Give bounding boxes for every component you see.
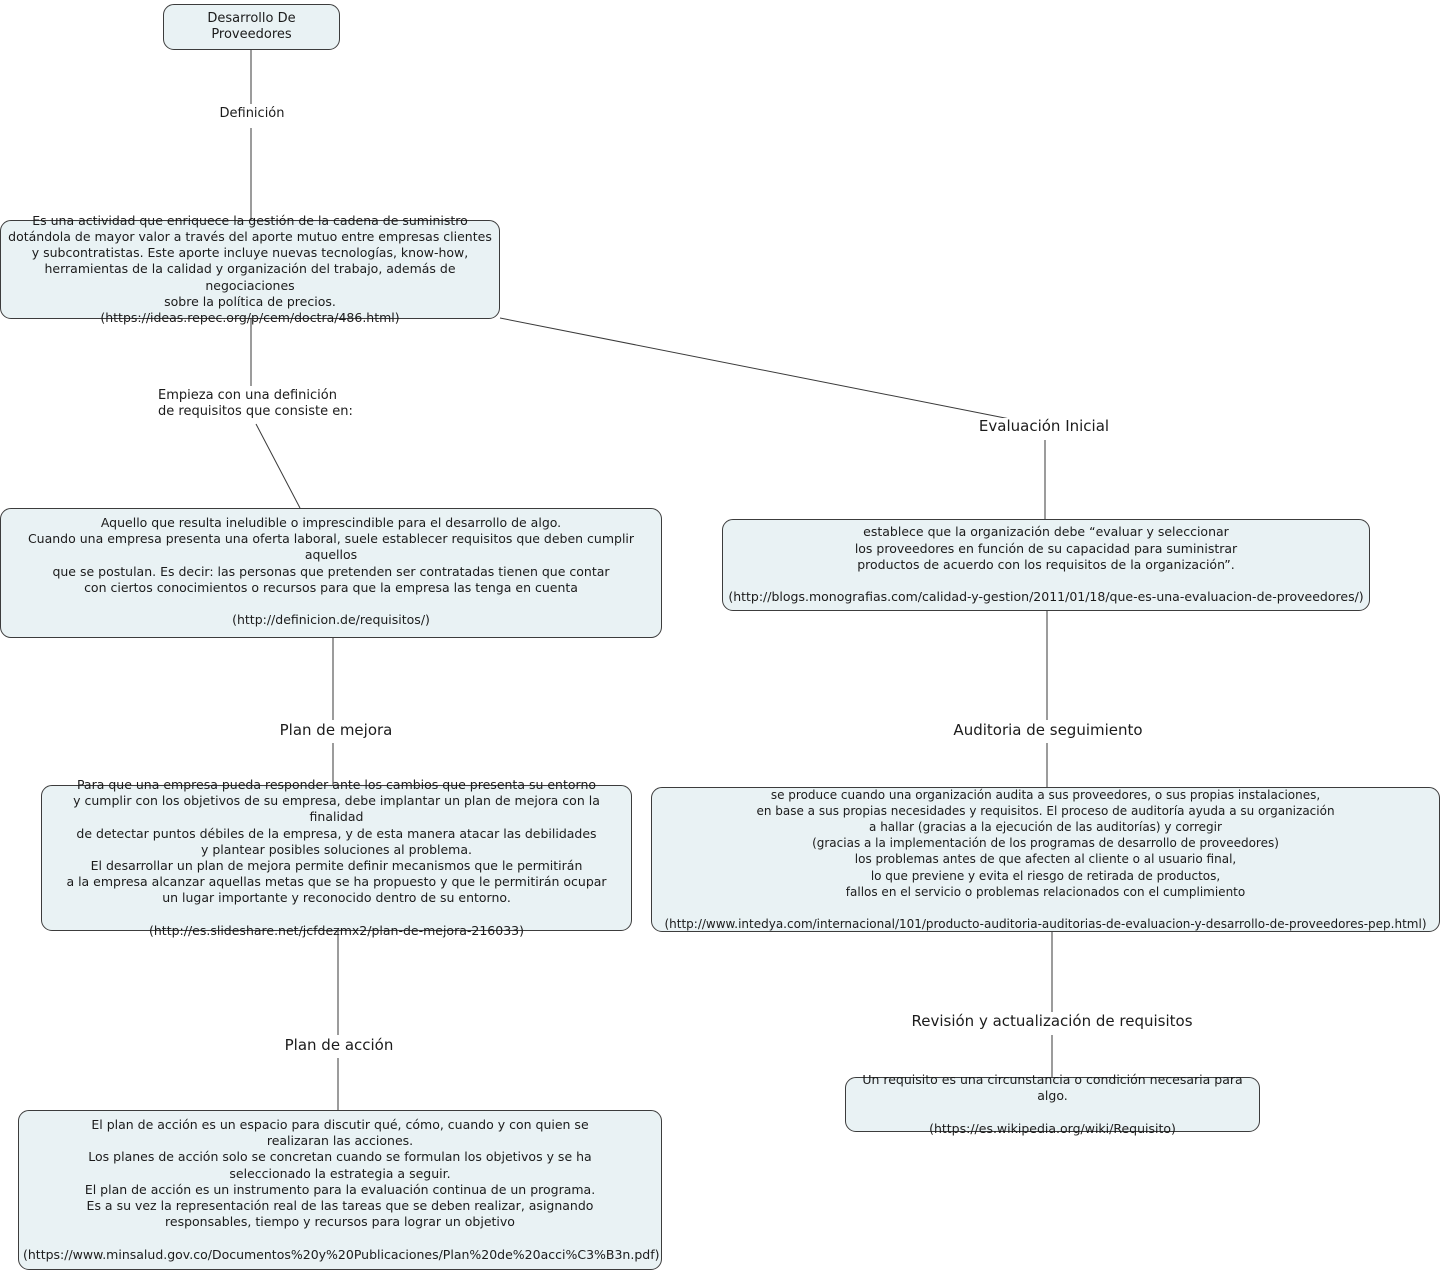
concept-node-text: se produce cuando una organización audit… xyxy=(664,787,1427,932)
concept-node-text: Un requisito es una circunstancia o cond… xyxy=(862,1072,1243,1136)
concept-node-requisitos-text[interactable]: Aquello que resulta ineludible o impresc… xyxy=(0,508,662,638)
concept-node-title: Desarrollo De Proveedores xyxy=(207,10,296,42)
linking-phrase-plan-de-mejora[interactable]: Plan de mejora xyxy=(276,722,396,739)
connector-empieza-requisitosbox xyxy=(255,423,301,509)
linking-phrase-empieza-con-definicion[interactable]: Empieza con una definición de requisitos… xyxy=(155,388,356,420)
concept-node-text: Aquello que resulta ineludible o impresc… xyxy=(27,515,635,628)
concept-node-desarrollo-de-proveedores[interactable]: Desarrollo De Proveedores xyxy=(163,4,340,50)
concept-node-definicion-text[interactable]: Es una actividad que enriquece la gestió… xyxy=(0,213,500,325)
concept-node-text: Para que una empresa pueda responder ant… xyxy=(66,776,607,938)
connector-definitionbox-evalinicial xyxy=(499,317,1011,420)
linking-phrase-evaluacion-inicial[interactable]: Evaluación Inicial xyxy=(975,418,1113,435)
concept-node-text: El plan de acción es un espacio para dis… xyxy=(23,1117,660,1262)
linking-phrase-revision-actualizacion-requisitos[interactable]: Revisión y actualización de requisitos xyxy=(908,1013,1196,1030)
linking-phrase-definicion[interactable]: Definición xyxy=(216,106,288,122)
concept-node-text: establece que la organización debe “eval… xyxy=(728,524,1364,605)
concept-node-auditoria-seguimiento-text[interactable]: se produce cuando una organización audit… xyxy=(651,787,1440,932)
concept-node-requisito-text[interactable]: Un requisito es una circunstancia o cond… xyxy=(845,1072,1260,1136)
concept-node-plan-de-mejora-text[interactable]: Para que una empresa pueda responder ant… xyxy=(41,777,632,938)
concept-node-evaluacion-inicial-text[interactable]: establece que la organización debe “eval… xyxy=(722,519,1370,611)
linking-phrase-plan-de-accion[interactable]: Plan de acción xyxy=(281,1037,397,1054)
concept-node-plan-de-accion-text[interactable]: El plan de acción es un espacio para dis… xyxy=(18,1110,662,1270)
concept-node-text: Es una actividad que enriquece la gestió… xyxy=(8,212,492,326)
linking-phrase-auditoria-de-seguimiento[interactable]: Auditoria de seguimiento xyxy=(950,722,1146,739)
